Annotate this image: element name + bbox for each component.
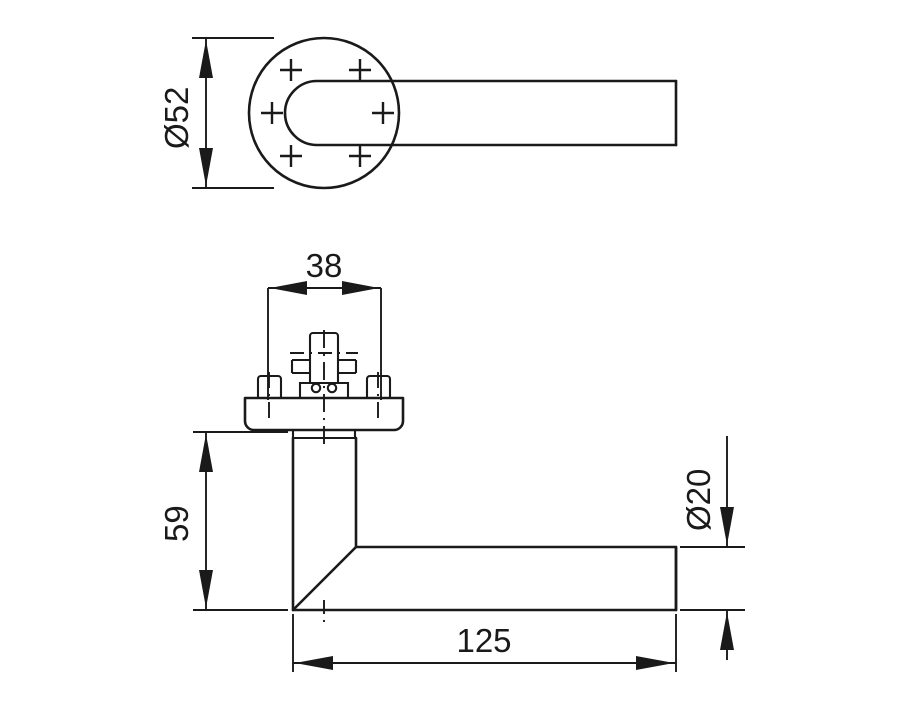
cross-mark-mid-left bbox=[261, 102, 283, 124]
cross-mark-mid-right bbox=[372, 102, 394, 124]
cross-mark-bottom-right bbox=[349, 145, 371, 167]
plan-view: Ø52 bbox=[158, 36, 678, 190]
arrow-head-up-d20 bbox=[720, 612, 734, 650]
dimension-label-lever-length: 125 bbox=[456, 622, 511, 659]
dimension-rosette-diameter: Ø52 bbox=[158, 37, 274, 189]
arrow-head-down bbox=[199, 148, 213, 186]
dimension-lever-height: 59 bbox=[158, 431, 288, 611]
dimension-label-lever-diameter: Ø20 bbox=[680, 469, 717, 531]
arrow-head-up-59 bbox=[199, 434, 213, 472]
arrow-head-right-125 bbox=[636, 656, 674, 670]
dimension-lever-diameter: Ø20 bbox=[680, 436, 745, 660]
fixing-hole-crosses bbox=[261, 59, 394, 167]
arrow-head-left bbox=[270, 281, 307, 295]
arrow-head-up bbox=[199, 40, 213, 78]
rosette-circle bbox=[247, 36, 401, 190]
side-elevation: 38 bbox=[158, 247, 745, 672]
dimension-rosette-width: 38 bbox=[267, 247, 382, 400]
arrow-head-right bbox=[342, 281, 379, 295]
center-lines bbox=[268, 330, 379, 628]
lever-chamfer bbox=[291, 545, 358, 612]
grub-screw-left bbox=[310, 382, 322, 394]
arrow-head-left-125 bbox=[295, 656, 333, 670]
cross-mark-top-left bbox=[280, 59, 302, 81]
dimension-label-lever-height: 59 bbox=[158, 505, 195, 542]
lever-arm bbox=[291, 436, 678, 612]
fixing-plate bbox=[243, 396, 405, 432]
arrow-head-down-d20 bbox=[720, 507, 734, 545]
cross-mark-top-right bbox=[349, 59, 371, 81]
lever-outer-contour bbox=[291, 436, 678, 612]
arrow-head-down-59 bbox=[199, 570, 213, 608]
grub-screw-right bbox=[326, 382, 338, 394]
dimension-lever-length: 125 bbox=[292, 614, 677, 672]
cross-mark-bottom-left bbox=[280, 145, 302, 167]
dimension-label-rosette-width: 38 bbox=[306, 247, 343, 284]
lever-neck-outline bbox=[283, 79, 678, 147]
dimension-label-rosette-diameter: Ø52 bbox=[158, 87, 195, 149]
